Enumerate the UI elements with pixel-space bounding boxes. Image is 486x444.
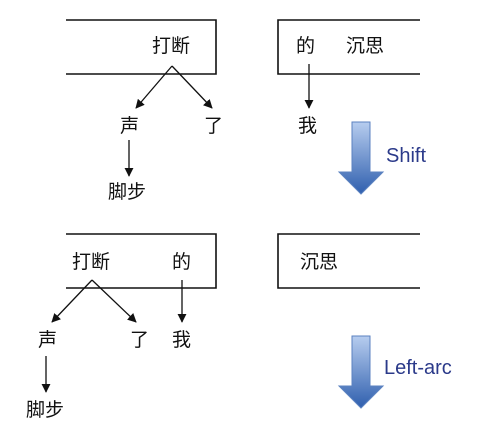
shift-label: Shift (386, 145, 426, 167)
shift-arrow-icon (337, 121, 385, 195)
bottom-buffer-word: 沉思 (300, 251, 338, 273)
shift-transition: Shift (337, 121, 426, 195)
bottom-configuration: 打断 的 沉思 声 了 我 脚步 (26, 233, 420, 421)
top-buffer-word-1: 的 (296, 35, 315, 57)
top-right-child: 了 (204, 115, 223, 137)
top-buffer-child: 我 (298, 115, 317, 137)
top-stack-word: 打断 (152, 35, 190, 57)
top-edge-left-child (135, 65, 173, 109)
top-buffer-box (277, 19, 420, 75)
top-buffer-word-2: 沉思 (346, 35, 384, 57)
left-arc-arrow-icon (337, 335, 385, 409)
bottom-left-grandchild: 脚步 (26, 399, 64, 421)
top-stack-box (66, 19, 217, 75)
bottom-stack-word-1: 打断 (72, 251, 110, 273)
top-left-grandchild: 脚步 (108, 181, 146, 203)
bottom-stack-word-2: 的 (172, 251, 191, 273)
bottom-right-child: 了 (130, 329, 149, 351)
bottom-edge-right-child (91, 279, 137, 323)
left-arc-label: Left-arc (384, 357, 452, 379)
bottom-left-child: 声 (38, 329, 57, 351)
bottom-edge-left-child (51, 279, 93, 323)
bottom-buffer-box (277, 233, 420, 289)
top-edge-right-child (171, 65, 213, 109)
left-arc-transition: Left-arc (337, 335, 452, 409)
top-left-child: 声 (120, 115, 139, 137)
top-configuration: 打断 的 沉思 声 了 脚步 我 (66, 19, 420, 203)
bottom-second-child: 我 (172, 329, 191, 351)
bottom-stack-box (66, 233, 217, 289)
